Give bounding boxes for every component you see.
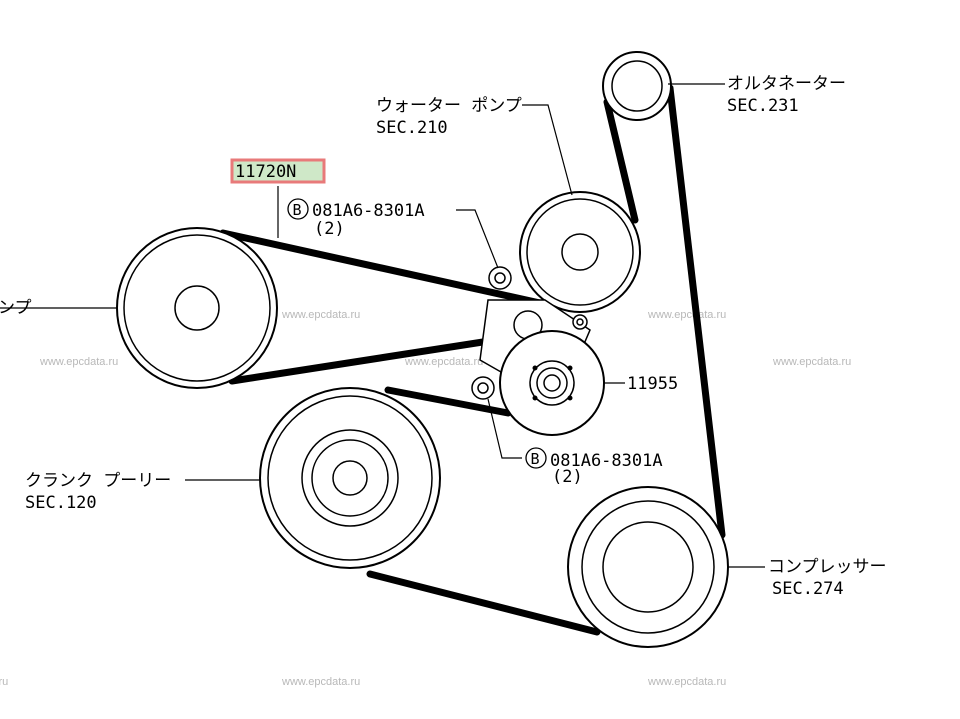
watermark: www.epcdata.ru — [39, 356, 118, 368]
tensioner-part-number[interactable]: 11955 — [627, 374, 678, 394]
watermark: www.epcdata.ru — [0, 676, 8, 688]
watermark: www.epcdata.ru — [647, 309, 726, 321]
water-pump-pulley[interactable] — [519, 191, 641, 313]
leader-lines — [0, 83, 765, 568]
bolt-upper-part-number[interactable]: 081A6-8301A — [312, 201, 425, 221]
belt-segment — [366, 570, 601, 636]
belt-segment — [219, 229, 544, 307]
crank-pulley-sec-link[interactable]: SEC.120 — [25, 493, 97, 513]
crank-pulley-label: クランク プーリー — [25, 471, 171, 491]
watermark: www.epcdata.ru — [772, 356, 851, 368]
bolt-lower-mark: B — [531, 450, 540, 468]
belt-part-callout[interactable]: 11720N — [230, 158, 326, 184]
bolt-lower-part-number[interactable]: 081A6-8301A — [550, 451, 663, 471]
power-steering-pulley[interactable] — [116, 227, 278, 389]
belt-segment — [603, 98, 639, 224]
belt-part-highlight — [230, 158, 326, 184]
water-pump-sec-link[interactable]: SEC.210 — [376, 118, 448, 138]
belt-segment — [666, 84, 726, 539]
tensioner-pulley[interactable] — [499, 330, 605, 436]
bolt-mark-icon — [287, 198, 309, 220]
bolt-upper-callout[interactable]: B 081A6-8301A (2) — [287, 198, 425, 239]
crank-pulley[interactable] — [259, 387, 441, 569]
bolt-mark-icon — [525, 447, 547, 469]
bolt-lower-callout[interactable]: B 081A6-8301A (2) — [525, 447, 663, 487]
compressor-pulley[interactable] — [567, 486, 729, 648]
bolt-upper-mark: B — [293, 201, 302, 219]
bolt-lower[interactable] — [471, 376, 495, 400]
water-pump-label: ウォーター ポンプ — [376, 96, 522, 116]
bolt-upper-qty: (2) — [314, 219, 345, 239]
alternator-sec-link[interactable]: SEC.231 — [727, 96, 799, 116]
watermark: www.epcdata.ru — [281, 676, 360, 688]
watermark: www.epcdata.ru — [404, 356, 483, 368]
belt-segment — [384, 386, 512, 417]
compressor-sec-link[interactable]: SEC.274 — [772, 579, 844, 599]
bolt-upper[interactable] — [488, 266, 512, 290]
compressor-label: コンプレッサー — [768, 557, 887, 577]
power-steering-label: ンプ — [0, 298, 32, 318]
watermarks: www.epcdata.ru www.epcdata.ru www.epcdat… — [0, 309, 851, 688]
belt-segment — [228, 333, 519, 385]
drive-belt — [219, 84, 726, 636]
watermark: www.epcdata.ru — [281, 309, 360, 321]
alternator-pulley[interactable] — [602, 51, 672, 121]
watermark: www.epcdata.ru — [647, 676, 726, 688]
bolt-lower-qty: (2) — [552, 467, 583, 487]
alternator-label: オルタネーター — [727, 74, 846, 94]
belt-part-number[interactable]: 11720N — [235, 162, 296, 182]
